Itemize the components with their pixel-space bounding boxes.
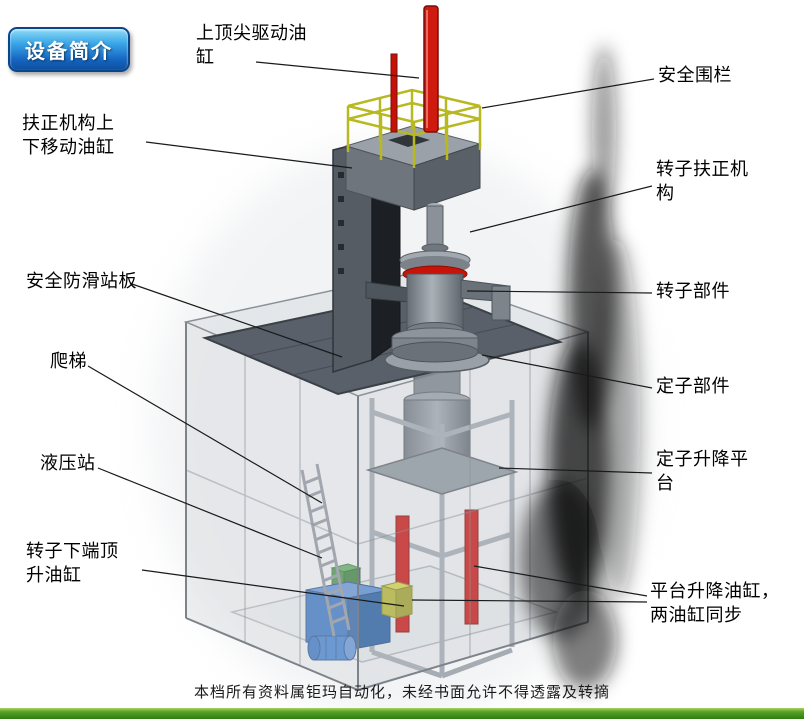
- label-rotor-part: 转子部件: [656, 281, 730, 302]
- leader-hydraulic-station: [97, 467, 323, 559]
- hydraulic-station-graphic: [305, 563, 414, 661]
- footer-disclaimer: 本档所有资料属钜玛自动化，未经书面允许不得透露及转摘: [193, 683, 610, 701]
- leader-platform-cylinders-2: [411, 599, 648, 603]
- top-drive-cylinder-graphic: [390, 5, 439, 133]
- label-top-drive-cylinder: 上顶尖驱动油缸: [196, 23, 307, 68]
- label-safety-fence: 安全围栏: [658, 65, 732, 86]
- shadow-smoke-artifact: [520, 45, 640, 690]
- label-stator-lift-platform: 定子升降平台: [656, 449, 749, 494]
- leader-stator-part: [481, 354, 653, 389]
- ladder-graphic: [300, 463, 351, 637]
- label-rotor-centering-mechanism: 转子扶正机构: [656, 159, 749, 204]
- title-badge: 设备简介: [8, 27, 130, 72]
- leader-rotor-part: [466, 290, 653, 294]
- leader-safety-fence: [481, 78, 655, 109]
- leader-ladder: [87, 365, 323, 504]
- bottom-green-strip: [0, 708, 804, 719]
- label-rotor-bottom-jack-cylinder: 转子下端顶升油缸: [26, 541, 119, 586]
- stator-lift-deck: [365, 447, 519, 495]
- label-centering-mechanism-cylinder: 扶正机构上下移动油缸: [22, 113, 115, 158]
- label-stator-part: 定子部件: [656, 376, 730, 397]
- rotor-assembly: [365, 203, 511, 363]
- leader-top-drive-cylinder: [255, 61, 420, 79]
- leader-lines: [87, 61, 655, 607]
- leader-stator-platform: [498, 467, 653, 474]
- leader-anti-slip-platform: [131, 283, 343, 358]
- label-hydraulic-station: 液压站: [40, 453, 96, 474]
- label-anti-slip-platform: 安全防滑站板: [26, 271, 137, 292]
- leader-platform-cylinders-1: [473, 565, 648, 597]
- leader-rotor-centering: [469, 185, 653, 233]
- leader-rotor-jack: [141, 569, 405, 607]
- enclosure-internals: [229, 361, 559, 679]
- label-ladder: 爬梯: [50, 351, 87, 372]
- label-platform-lift-cylinders: 平台升降油缸，两油缸同步: [650, 581, 780, 626]
- leader-centering-cylinder: [145, 141, 353, 169]
